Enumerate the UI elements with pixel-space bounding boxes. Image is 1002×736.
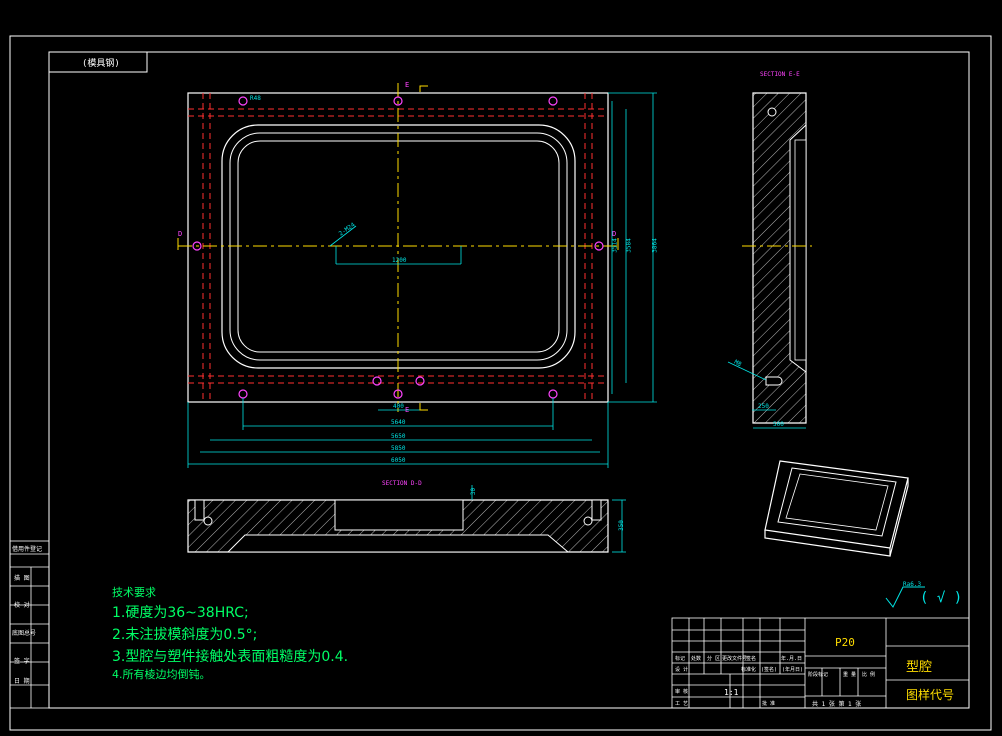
section-dd-view	[187, 485, 626, 553]
mark-d-left: D	[178, 230, 183, 238]
mark-d-right: D	[612, 230, 617, 238]
stage-label: 阶段标记	[808, 672, 829, 678]
dim-500: 500	[773, 421, 784, 428]
header-label: 分 区	[707, 656, 721, 662]
material-label: P20	[835, 636, 855, 649]
section-dd-title: SECTION D-D	[382, 480, 422, 487]
part-name: 型腔	[906, 660, 933, 675]
inner-frame	[48, 51, 970, 709]
dim-1200: 1200	[392, 257, 407, 264]
top-tag-label: (模具钢)	[82, 59, 120, 69]
section-ee-title: SECTION E-E	[760, 71, 800, 78]
strip-cell: 校 对	[14, 602, 30, 609]
header-label: 签名	[746, 656, 757, 662]
bottom-left-label: 工 艺	[675, 701, 689, 707]
row-label: 标准化	[741, 667, 757, 673]
strip-cell: 描 图	[14, 575, 30, 582]
header-label: 处数	[691, 656, 702, 662]
tech-req-item: 2.未注拔模斜度为0.5°;	[112, 627, 258, 643]
dim-3864: 3864	[651, 238, 659, 253]
dim-5650: 5650	[391, 433, 406, 440]
stage-label: 重 量	[843, 672, 857, 678]
tech-req-item: 3.型腔与塑件接触处表面粗糙度为0.4.	[112, 649, 349, 665]
tech-req-title: 技术要求	[112, 586, 156, 599]
strip-cell: 签 字	[14, 658, 30, 665]
strip-cell: 借用件登记	[12, 546, 43, 553]
drawing-code: 图样代号	[906, 688, 955, 702]
title-block-grid	[671, 617, 970, 709]
row-label: 设 计	[675, 667, 689, 673]
mark-e-bottom: E	[405, 406, 410, 414]
approve-label: 批 准	[762, 701, 776, 707]
dim-5640: 5640	[391, 419, 406, 426]
mark-e-top: E	[405, 81, 410, 89]
scale-value: 1:1	[724, 688, 739, 697]
surface-finish-value: Ra6.3	[903, 581, 922, 588]
dim-350: 350	[617, 520, 625, 531]
header-label: 标记	[675, 656, 686, 662]
dim-r48: R48	[250, 95, 261, 102]
header-label: 年.月.日	[781, 656, 803, 662]
dim-6050: 6050	[391, 457, 406, 464]
bottom-left-label: 审 核	[675, 689, 689, 695]
dim-400: 400	[393, 403, 404, 410]
outer-border	[9, 35, 992, 731]
surface-finish-paren: ( √ )	[920, 590, 963, 606]
strip-cell: 底图总号	[12, 630, 37, 637]
plan-view	[177, 83, 657, 468]
dim-30: 30	[470, 487, 478, 496]
row-label: (签名)	[761, 667, 778, 673]
tech-req-item: 1.硬度为36~38HRC;	[112, 605, 249, 621]
header-label: 更改文件号	[722, 656, 748, 662]
tech-req-item: 4.所有棱边均倒钝。	[112, 668, 211, 681]
sheets-label: 共 1 张 第 1 张	[812, 701, 862, 708]
left-strip-table	[9, 540, 50, 709]
section-ee-view	[727, 92, 812, 429]
isometric-view	[764, 460, 909, 557]
top-tag-box	[48, 51, 148, 73]
dim-3584: 3584	[625, 238, 633, 253]
row-label: (年月日)	[782, 667, 804, 673]
stage-label: 比 例	[862, 672, 876, 678]
strip-cell: 日 期	[14, 678, 30, 685]
dim-3514: 3514	[611, 238, 619, 253]
dim-250: 250	[758, 403, 769, 410]
surface-finish-symbol	[885, 586, 925, 608]
dim-5850: 5850	[391, 445, 406, 452]
